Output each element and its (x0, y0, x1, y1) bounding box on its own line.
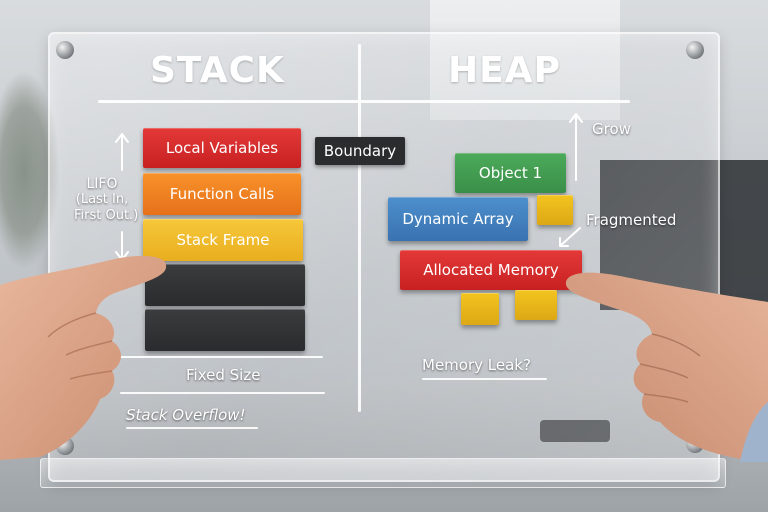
lifo-label: LIFO (Last In, First Out.) (74, 176, 130, 224)
heap-block-allocated-memory: Allocated Memory (400, 250, 582, 290)
heap-block-object-1: Object 1 (455, 153, 566, 193)
screw-top-right (686, 41, 704, 59)
heap-fragment-small-3 (515, 290, 557, 320)
lifo-label-line-3: First Out.) (74, 208, 130, 224)
left-hand-pointing (0, 245, 175, 460)
center-divider-line (358, 44, 361, 412)
lifo-label-line-2: (Last In, (74, 192, 130, 208)
header-divider-line (98, 100, 630, 103)
heap-fragment-small-1 (537, 195, 573, 225)
stack-block-local-variables: Local Variables (143, 128, 301, 168)
fixed-size-label: Fixed Size (186, 366, 260, 384)
screw-top-left (56, 41, 74, 59)
heap-block-dynamic-array: Dynamic Array (388, 197, 528, 241)
stack-title: STACK (150, 50, 285, 91)
memory-leak-underline (422, 378, 547, 380)
memory-leak-label: Memory Leak? (422, 356, 531, 374)
lifo-label-line-1: LIFO (74, 176, 130, 192)
right-hand-pointing (560, 262, 768, 462)
heap-fragment-small-2 (461, 293, 499, 325)
fragmented-label: Fragmented (586, 211, 676, 229)
boundary-label: Boundary (315, 137, 405, 165)
grow-label: Grow (592, 120, 631, 138)
heap-title: HEAP (448, 50, 561, 91)
stack-block-function-calls: Function Calls (143, 173, 301, 215)
